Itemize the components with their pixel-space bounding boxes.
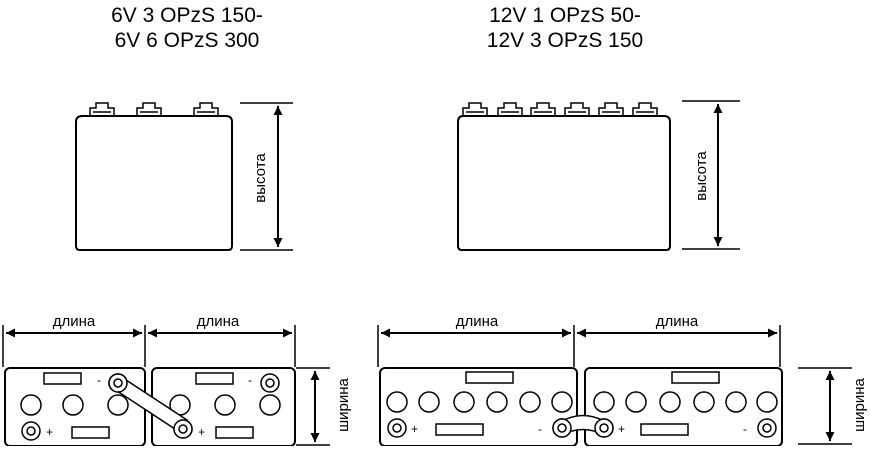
left-title-line2: 6V 6 OPzS 300 [115, 29, 260, 52]
left-b2-minus-sign: - [248, 373, 252, 387]
right-width-label: ширина [851, 377, 868, 431]
right-b2-minus-sign: - [743, 422, 747, 436]
left-width-label: ширина [335, 377, 352, 431]
left-width-dimension [296, 367, 330, 446]
right-length-dimensions [377, 325, 781, 367]
left-title-line1: 6V 3 OPzS 150- [111, 4, 263, 27]
left-length-dimensions [2, 325, 296, 367]
right-title-line2: 12V 3 OPzS 150 [487, 29, 643, 52]
right-b1-plus-sign: + [411, 422, 418, 436]
right-top-battery-2 [584, 367, 783, 447]
left-battery-side-view [75, 102, 233, 251]
right-b2-plus-sign: + [618, 422, 625, 436]
right-height-dimension [682, 100, 740, 250]
left-b2-plus-sign: + [198, 425, 205, 439]
left-height-dimension [240, 102, 293, 251]
right-b1-minus-sign: - [538, 422, 542, 436]
left-length-label-1: длина [53, 313, 96, 330]
right-battery-side-view [457, 102, 671, 251]
right-length-label-1: длина [456, 313, 499, 330]
right-width-dimension [798, 367, 852, 445]
right-title-line1: 12V 1 OPzS 50- [489, 4, 641, 27]
left-side-terminals [89, 102, 219, 116]
right-height-label: высота [693, 151, 710, 201]
right-side-body [457, 115, 671, 251]
left-b1-plus-sign: + [46, 425, 53, 439]
left-b1-minus-sign: - [97, 373, 101, 387]
left-connector-cable [108, 373, 193, 439]
right-top-battery-1 [379, 367, 578, 447]
left-top-battery-2 [151, 367, 296, 447]
right-length-label-2: длина [656, 313, 699, 330]
right-side-terminals [462, 102, 658, 116]
left-length-label-2: длина [197, 313, 240, 330]
left-side-body [75, 115, 233, 251]
left-height-label: высота [252, 153, 269, 203]
right-connector-cable [552, 414, 614, 438]
